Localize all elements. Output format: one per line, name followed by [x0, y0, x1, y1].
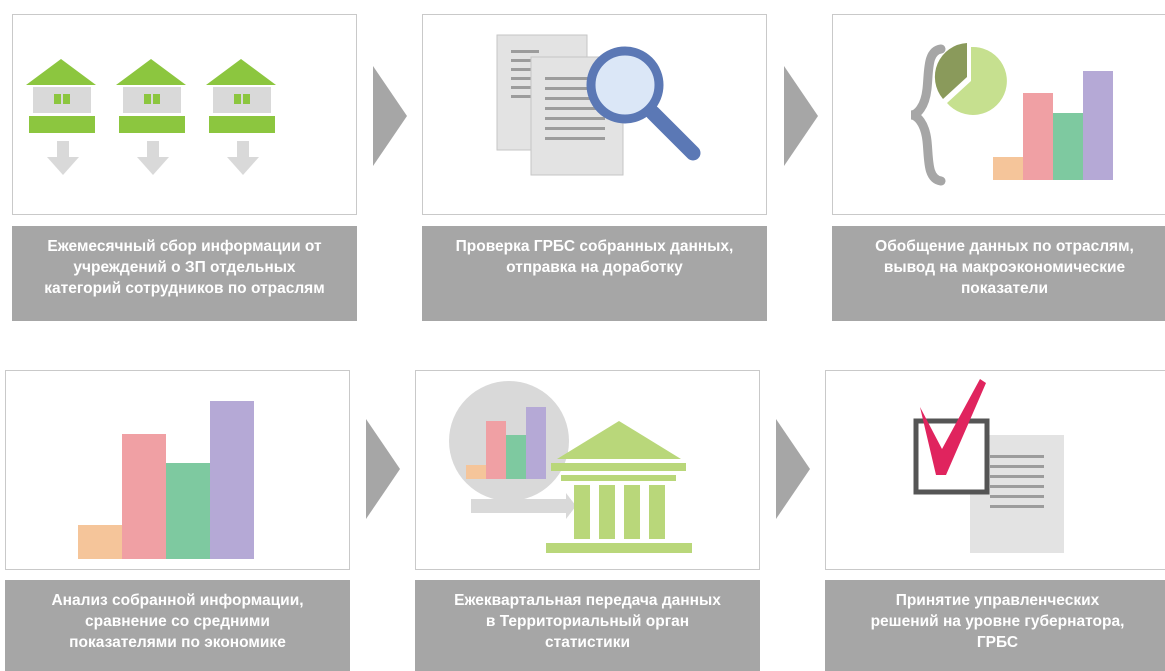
arrow-right-icon	[366, 419, 400, 519]
step-1-caption-text: Ежемесячный сбор информации от учреждени…	[44, 238, 325, 297]
pie-bar-chart-icon	[910, 43, 1113, 186]
step-1-image	[12, 14, 357, 215]
step-6-caption-text: Принятие управленческих решений на уровн…	[870, 592, 1125, 651]
houses-icon	[26, 59, 276, 175]
documents-magnifier-icon	[496, 34, 701, 176]
step-1-caption: Ежемесячный сбор информации от учреждени…	[12, 226, 357, 321]
step-5-image	[415, 370, 760, 570]
step-6-caption: Принятие управленческих решений на уровн…	[825, 580, 1165, 671]
step-2-caption-text: Проверка ГРБС собранных данных, отправка…	[455, 238, 734, 276]
step-2-caption: Проверка ГРБС собранных данных, отправка…	[422, 226, 767, 321]
arrow-right-icon	[776, 419, 810, 519]
arrow-right-icon	[373, 66, 407, 166]
bar-chart-icon	[78, 401, 254, 559]
step-4-image	[5, 370, 350, 570]
step-3-image	[832, 14, 1165, 215]
checkbox-document-icon	[913, 379, 1064, 553]
arrow-right-icon	[784, 66, 818, 166]
step-4-caption-text: Анализ собранной информации, сравнение с…	[51, 592, 304, 651]
step-3-caption-text: Обобщение данных по отраслям, вывод на м…	[875, 238, 1134, 297]
step-4-caption: Анализ собранной информации, сравнение с…	[5, 580, 350, 671]
step-2-image	[422, 14, 767, 215]
chart-to-building-icon	[449, 381, 692, 553]
step-5-caption-text: Ежеквартальная передача данных в Террито…	[454, 592, 721, 651]
step-5-caption: Ежеквартальная передача данных в Террито…	[415, 580, 760, 671]
step-3-caption: Обобщение данных по отраслям, вывод на м…	[832, 226, 1165, 321]
step-6-image	[825, 370, 1165, 570]
